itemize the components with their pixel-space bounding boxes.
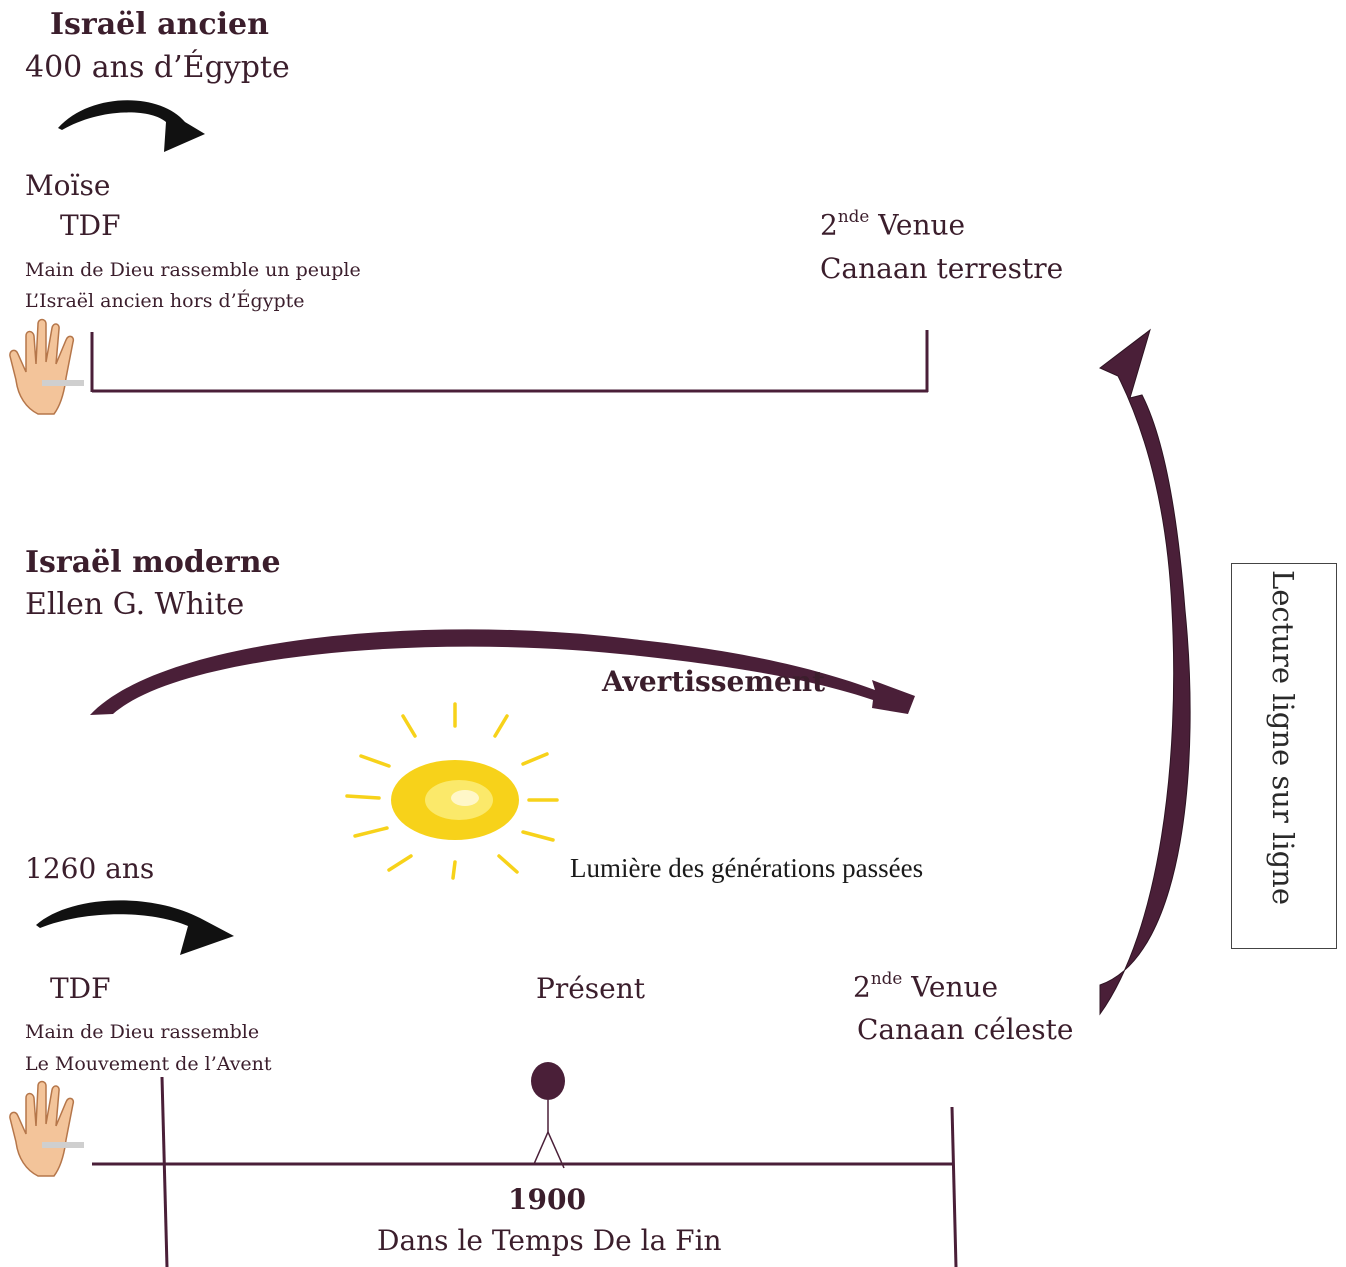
side-label: Lecture ligne sur ligne bbox=[1266, 570, 1300, 906]
end-time-label: Dans le Temps De la Fin bbox=[377, 1224, 722, 1257]
ancient-desc-1: Main de Dieu rassemble un peuple bbox=[25, 259, 361, 281]
ancient-timeline-bracket bbox=[90, 330, 929, 393]
modern-desc-1: Main de Dieu rassemble bbox=[25, 1021, 260, 1043]
modern-second-coming: 2nde Venue bbox=[853, 968, 999, 1004]
hand-icon bbox=[9, 1080, 84, 1177]
modern-tdf: TDF bbox=[50, 972, 111, 1005]
light-label: Lumière des générations passées bbox=[570, 853, 924, 883]
modern-timeline bbox=[92, 1076, 958, 1267]
ancient-desc-2: L’Israël ancien hors d’Égypte bbox=[25, 290, 305, 312]
side-label-box bbox=[1231, 563, 1337, 949]
stick-figure-icon bbox=[531, 1062, 565, 1169]
curved-arrow-icon bbox=[36, 900, 234, 955]
warning-label: Avertissement bbox=[602, 665, 826, 698]
sun-icon bbox=[345, 702, 559, 880]
hand-icon bbox=[9, 318, 84, 415]
ancient-canaan: Canaan terrestre bbox=[820, 252, 1064, 285]
warning-arc-arrow bbox=[90, 629, 915, 715]
modern-desc-2: Le Mouvement de l’Avent bbox=[25, 1053, 272, 1075]
year-label: 1900 bbox=[508, 1183, 586, 1216]
curved-arrow-icon bbox=[58, 100, 205, 152]
modern-period: 1260 ans bbox=[25, 852, 155, 885]
modern-title: Israël moderne bbox=[25, 545, 281, 580]
modern-canaan: Canaan céleste bbox=[857, 1013, 1074, 1046]
ancient-title: Israël ancien bbox=[50, 7, 269, 42]
ancient-tdf: TDF bbox=[60, 209, 121, 242]
ancient-second-coming: 2nde Venue bbox=[820, 206, 966, 242]
present-label: Présent bbox=[536, 972, 646, 1005]
ancient-leader: Moïse bbox=[25, 169, 111, 202]
ancient-period: 400 ans d’Égypte bbox=[25, 50, 290, 85]
big-curved-arrow-icon bbox=[1099, 328, 1191, 1016]
modern-author: Ellen G. White bbox=[25, 587, 245, 622]
